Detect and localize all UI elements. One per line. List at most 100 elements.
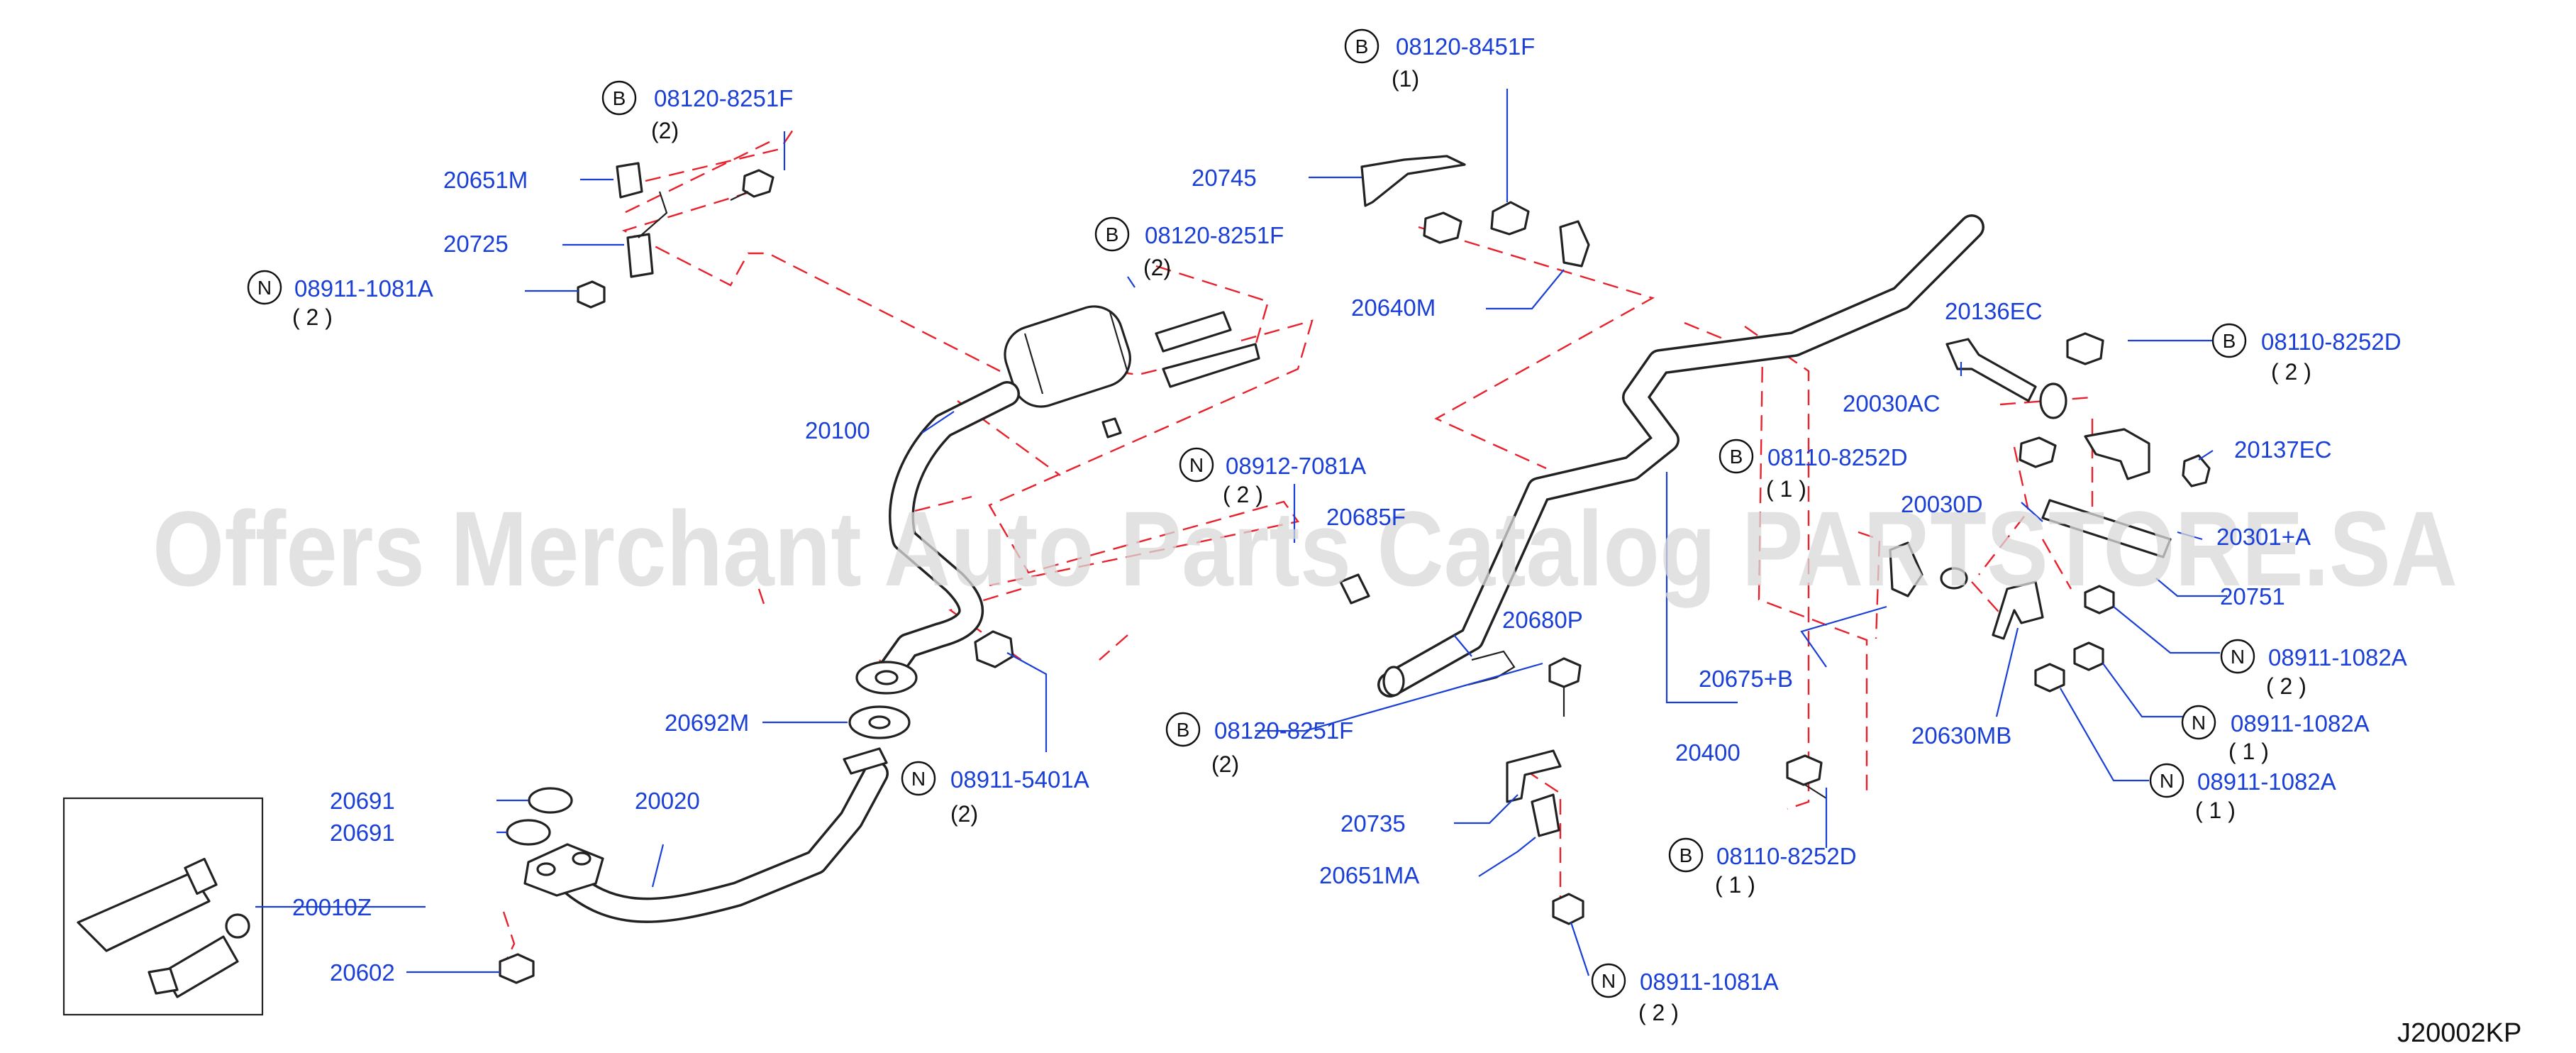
svg-text:B: B [1680,844,1693,866]
svg-text:08912-7081A: 08912-7081A [1226,453,1366,479]
nut-badge-icon [1179,447,1214,483]
callout-20691-a[interactable]: 20691 [330,788,395,814]
callout-20692m[interactable]: 20692M [665,710,749,736]
callout-20691-b[interactable]: 20691 [330,820,395,846]
bracket-20735 [1506,749,1562,803]
callout-20640m[interactable]: 20640M [1351,294,1436,321]
bolt-badge-icon [1165,712,1201,747]
callout-20651ma[interactable]: 20651MA [1319,862,1419,888]
svg-text:08110-8252D: 08110-8252D [2261,329,2402,355]
callout-20100[interactable]: 20100 [805,417,870,443]
part-drawings [62,155,2211,1016]
callout-20030d[interactable]: 20030D [1901,491,1983,517]
callout-20137ec[interactable]: 20137EC [2234,436,2332,463]
u-bolt-20680p [1467,650,1516,686]
callout-08120-8451f[interactable]: B 08120-8451F (1) [1344,28,1535,92]
bushing [2039,382,2067,419]
svg-text:( 1 ): ( 1 ) [1715,872,1755,898]
nut-1081a-top [577,280,606,309]
bolt-badge-icon [2211,323,2247,358]
svg-text:08110-8252D: 08110-8252D [1767,444,1908,470]
nut-20602 [499,953,535,984]
callout-08120-8251f-top[interactable]: B 08120-8251F (2) [601,80,793,143]
svg-text:08110-8252D: 08110-8252D [1716,843,1857,869]
callout-20010z[interactable]: 20010Z [292,894,372,920]
svg-text:N: N [2160,770,2174,792]
callout-20030ac[interactable]: 20030AC [1843,390,1941,417]
callout-08120-8251f-upper[interactable]: B 08120-8251F (2) [1094,216,1284,280]
svg-text:(1): (1) [1392,66,1419,92]
svg-text:( 1 ): ( 1 ) [1766,476,1806,502]
svg-text:08120-8251F: 08120-8251F [1214,717,1353,744]
callout-20680p[interactable]: 20680P [1502,607,1583,633]
bolt-8252d-top [2066,332,2104,365]
svg-text:B: B [1355,35,1369,57]
muffler-20100 [1004,305,1260,439]
svg-text:(2): (2) [651,118,679,143]
callout-20400[interactable]: 20400 [1675,739,1741,766]
bolt-8451f [1490,201,1530,236]
nut-1082a-c [2034,663,2065,693]
callout-20725[interactable]: 20725 [443,231,509,257]
callout-08110-8252d-top[interactable]: B 08110-8252D ( 2 ) [2211,323,2402,385]
svg-text:( 2 ): ( 2 ) [1638,1000,1679,1025]
callout-20136ec[interactable]: 20136EC [1945,298,2043,324]
callout-08110-8252d-bottom[interactable]: B 08110-8252D ( 1 ) [1668,837,1857,898]
svg-text:(2): (2) [950,801,978,827]
callout-08110-8252d-middle[interactable]: B 08110-8252D ( 1 ) [1719,439,1908,502]
svg-text:N: N [1189,454,1204,476]
callout-20301a[interactable]: 20301+A [2216,524,2311,550]
callout-08911-1082a-a[interactable]: N 08911-1082A ( 2 ) [2220,639,2407,699]
callout-20651m[interactable]: 20651M [443,167,528,193]
bracket-20630mb [1992,580,2044,640]
callout-08911-5401a[interactable]: N 08911-5401A (2) [901,761,1089,827]
callout-20735[interactable]: 20735 [1340,810,1406,837]
callout-20630mb[interactable]: 20630MB [1911,722,2011,749]
svg-text:B: B [2223,330,2236,352]
svg-text:08911-1081A: 08911-1081A [1640,969,1779,995]
nut-badge-icon [901,761,936,796]
callout-20602[interactable]: 20602 [330,959,395,986]
callout-08911-1082a-c[interactable]: N 08911-1082A ( 1 ) [2149,763,2336,823]
svg-text:B: B [1106,224,1119,246]
bolt-badge-icon [1344,28,1379,64]
svg-text:B: B [1730,446,1743,468]
svg-text:08120-8451F: 08120-8451F [1396,33,1535,60]
nut-1081a-bottom [1552,893,1584,925]
callout-08120-8251f-middle[interactable]: B 08120-8251F (2) [1165,712,1353,777]
bolt-badge-icon [1094,216,1130,252]
sealant-tube [77,871,211,952]
leader-lines [255,89,2227,976]
callout-20751[interactable]: 20751 [2220,583,2285,610]
clamp-20685f [1339,573,1370,605]
svg-text:( 1 ): ( 1 ) [2228,739,2269,764]
svg-text:B: B [613,87,626,109]
nut-badge-icon [2181,705,2216,740]
callout-20020[interactable]: 20020 [635,788,700,814]
bolt-8251f-top [742,169,775,198]
bolt-badge-icon [1719,439,1754,474]
callout-08911-1082a-b[interactable]: N 08911-1082A ( 1 ) [2181,705,2370,764]
bolt-8252d-bottom [1786,754,1823,786]
callout-08912-7081a[interactable]: N 08912-7081A ( 2 ) [1179,447,1366,507]
callout-08911-1081a-bottom[interactable]: N 08911-1081A ( 2 ) [1591,963,1779,1025]
svg-text:08120-8251F: 08120-8251F [1145,222,1284,248]
callout-20675b[interactable]: 20675+B [1699,666,1793,692]
svg-text:N: N [1601,970,1616,992]
bracket-20301a [2084,428,2150,480]
diagram-code: J20002KP [2397,1018,2521,1048]
svg-text:( 2 ): ( 2 ) [292,304,333,330]
insulator-20640m [1559,220,1590,268]
nut-badge-icon [2149,763,2184,798]
bolt-badge-icon [601,80,637,116]
callout-08911-1081a-top[interactable]: N 08911-1081A ( 2 ) [247,270,433,330]
svg-text:08911-1082A: 08911-1082A [2197,768,2336,795]
insulator-20030d [1889,541,1923,597]
bolt-badge-icon [1668,837,1704,873]
bolt-8252d-middle [2019,436,2057,468]
bushing-20137ec [2182,454,2211,487]
callout-20685f[interactable]: 20685F [1326,504,1406,530]
hanger-20651ma [1531,793,1560,837]
callout-20745[interactable]: 20745 [1192,165,1257,191]
